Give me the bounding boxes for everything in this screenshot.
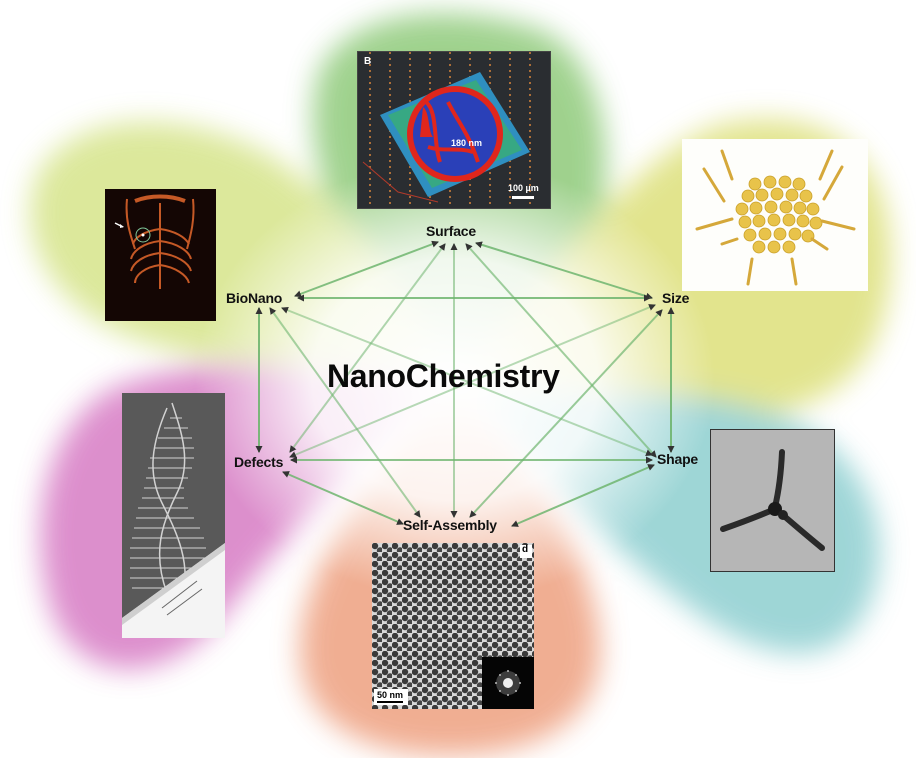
bionano-image-panel	[105, 189, 216, 321]
edge-surface-shape	[465, 243, 657, 458]
self-assembly-scale-bar	[377, 701, 403, 703]
defects-helix-sem-image	[122, 393, 225, 638]
surface-image-panel: B 180 nm 100 µm	[357, 51, 551, 209]
edge-shape-selfassembly	[511, 464, 655, 527]
size-nanoparticle-cluster-image	[682, 139, 868, 291]
surface-panel-tag: B	[364, 56, 372, 67]
edge-surface-bionano	[294, 240, 439, 298]
self-assembly-image-panel: d 50 nm	[372, 543, 534, 709]
node-bionano: BioNano	[226, 290, 283, 306]
self-assembly-tem-lattice-image	[372, 543, 534, 709]
surface-scale-label: 100 µm	[508, 183, 539, 193]
surface-microscopy-image	[358, 52, 550, 208]
node-size: Size	[662, 290, 690, 306]
self-assembly-scale-label: 50 nm	[377, 690, 404, 700]
surface-annotation: 180 nm	[451, 138, 483, 148]
diagram-title: NanoChemistry	[327, 358, 560, 394]
edge-selfassembly-bionano	[269, 307, 421, 518]
node-self-assembly: Self-Assembly	[403, 517, 497, 533]
shape-image-panel	[710, 429, 835, 572]
edge-selfassembly-defects	[282, 471, 404, 525]
size-image-panel	[682, 139, 868, 291]
self-assembly-panel-tag: d	[522, 544, 529, 555]
node-shape: Shape	[657, 451, 699, 467]
node-surface: Surface	[426, 223, 476, 239]
edge-surface-size	[475, 241, 653, 300]
surface-scale-bar	[512, 196, 534, 199]
bionano-skeleton-image	[105, 189, 216, 321]
edge-surface-defects	[289, 243, 446, 453]
node-defects: Defects	[234, 454, 284, 470]
defects-image-panel	[122, 393, 225, 638]
shape-tripod-tem-image	[711, 430, 834, 571]
